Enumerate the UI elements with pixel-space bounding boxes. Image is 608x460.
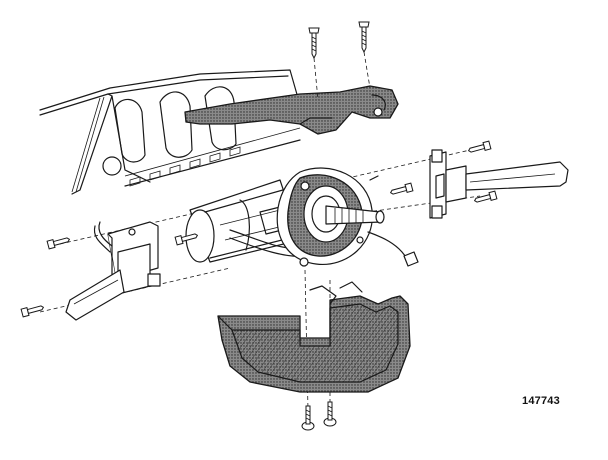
screw-icon	[301, 405, 315, 431]
contact-ring	[276, 167, 419, 267]
shroud-screws-small	[20, 140, 498, 431]
figure-reference-number: 147743	[522, 395, 560, 407]
screw-icon	[389, 182, 414, 195]
screw-icon	[473, 190, 498, 203]
screw-icon	[323, 401, 337, 427]
ring-screw-icon	[299, 257, 309, 267]
screw-icon	[358, 21, 370, 54]
screw-icon	[174, 233, 199, 246]
right-combination-switch	[429, 149, 569, 219]
dashboard-panel	[39, 69, 301, 195]
screw-icon	[467, 140, 492, 153]
screw-icon	[46, 237, 71, 250]
lower-column-shroud	[217, 281, 411, 393]
ring-screw-icon	[356, 236, 364, 244]
left-combination-switch	[65, 221, 161, 321]
shroud-screws	[308, 21, 371, 101]
screw-icon	[308, 27, 320, 60]
upper-column-shroud	[184, 85, 399, 135]
dash-knob-icon	[102, 156, 122, 176]
shroud-hole-icon	[373, 107, 383, 117]
screw-icon	[20, 305, 45, 318]
ring-screw-icon	[300, 181, 310, 191]
